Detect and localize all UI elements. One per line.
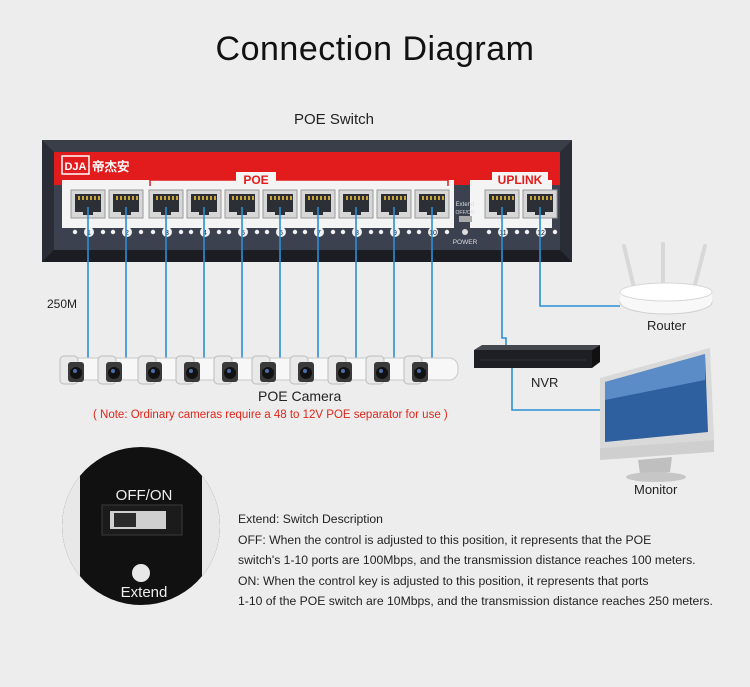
poe-cameras <box>59 355 459 385</box>
uplink-port-11-number: 11 <box>499 230 506 237</box>
extend-description: Extend: Switch Description OFF: When the… <box>238 509 738 612</box>
poe-port-3: 3 <box>148 189 184 237</box>
zoom-offon-label: OFF/ON <box>115 487 173 504</box>
power-label: POWER <box>453 239 478 246</box>
poe-port-10-number: 10 <box>429 230 437 237</box>
poe-port-9: 9 <box>376 189 412 237</box>
poe-port-5-number: 5 <box>241 230 245 237</box>
extend-switch-closeup: OFF/ON Extend <box>62 447 220 605</box>
description-on-line2: 1-10 of the POE switch are 10Mbps, and t… <box>238 594 713 608</box>
poe-camera-10 <box>403 355 459 385</box>
zoom-extend-label: Extend <box>120 584 168 601</box>
offon-small-label: OFF/ON <box>456 210 475 216</box>
extend-switch-knob <box>114 513 136 527</box>
brand-logo-box <box>61 155 90 175</box>
description-off-line2: switch's 1-10 ports are 100Mbps, and the… <box>238 553 696 567</box>
description-heading: Extend: Switch Description <box>238 512 383 526</box>
extend-small-label: Extend <box>456 202 475 208</box>
monitor-label: Monitor <box>634 482 678 497</box>
router <box>619 242 713 315</box>
page-title: Connection Diagram <box>215 30 535 68</box>
brand-name: 帝杰安 <box>92 159 130 174</box>
uplink-group-label: UPLINK <box>498 173 543 187</box>
poe-port-7: 7 <box>300 189 336 237</box>
nvr <box>474 345 600 368</box>
description-off-line1: OFF: When the control is adjusted to thi… <box>238 532 652 547</box>
poe-port-10: 10 <box>414 189 450 237</box>
poe-port-6-number: 6 <box>279 230 283 237</box>
connection-lines <box>87 207 620 411</box>
poe-port-2-number: 2 <box>125 230 129 237</box>
poe-switch-label: POE Switch <box>294 111 375 128</box>
poe-camera-label: POE Camera <box>258 388 342 404</box>
uplink-port-12-number: 12 <box>537 230 545 237</box>
speed-label: 250M <box>47 297 78 311</box>
switch-bottom-bevel <box>42 250 572 262</box>
switch-top-bevel <box>42 140 572 152</box>
poe-port-1: 1 <box>70 189 106 237</box>
extend-button <box>132 564 150 582</box>
poe-port-1-number: 1 <box>87 230 91 237</box>
poe-switch: DJA 帝杰安 POE UPLINK Extend OFF/ON POWER 1… <box>42 140 572 262</box>
nvr-label: NVR <box>531 375 559 390</box>
brand-logo-text: DJA <box>64 161 86 173</box>
poe-port-3-number: 3 <box>165 230 169 237</box>
poe-group-label: POE <box>243 173 268 187</box>
camera-note: ( Note: Ordinary cameras require a 48 to… <box>93 409 448 421</box>
poe-port-7-number: 7 <box>317 230 321 237</box>
poe-port-9-number: 9 <box>393 230 397 237</box>
monitor <box>600 348 714 482</box>
poe-port-4-number: 4 <box>203 230 207 237</box>
description-on-line1: ON: When the control key is adjusted to … <box>238 573 649 588</box>
router-label: Router <box>647 318 687 333</box>
poe-port-8-number: 8 <box>355 230 359 237</box>
extend-switch-small <box>459 216 472 222</box>
